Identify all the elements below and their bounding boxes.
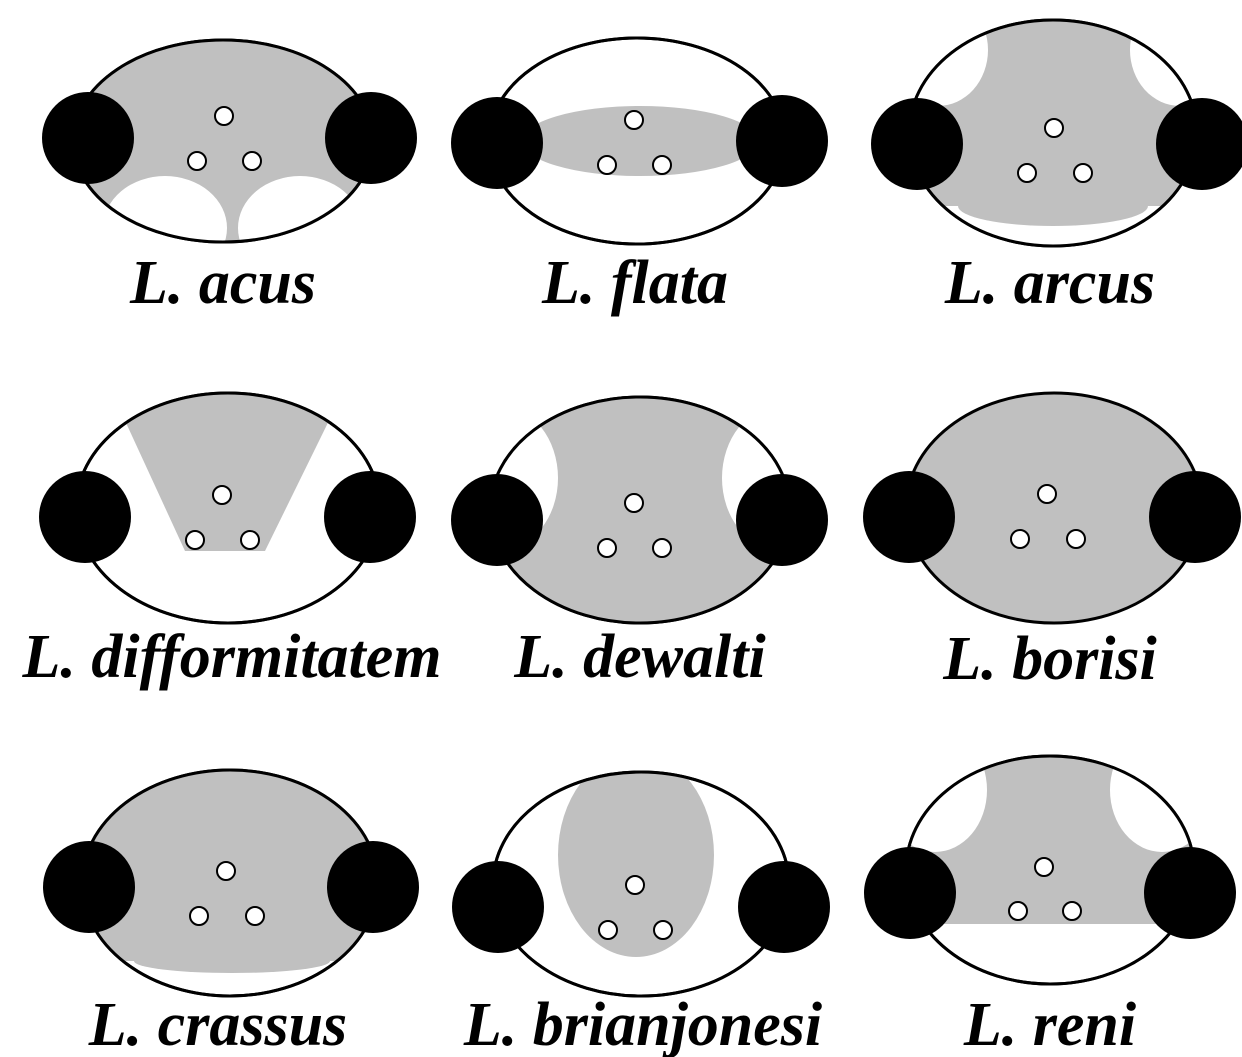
species-panel-crassus: L. crassus — [43, 765, 419, 1057]
ocellus-icon — [217, 862, 235, 880]
compound-eye-icon — [864, 847, 956, 939]
species-label: L. flata — [541, 249, 728, 317]
species-label: L. borisi — [942, 625, 1157, 693]
species-panel-arcus: L. arcus — [871, 0, 1242, 317]
species-label: L. reni — [963, 991, 1136, 1057]
species-panel-acus: L. acus — [42, 38, 417, 317]
compound-eye-icon — [43, 841, 135, 933]
ocellus-icon — [213, 486, 231, 504]
head-pattern-icon — [558, 753, 714, 957]
ocellus-icon — [1074, 164, 1092, 182]
compound-eye-icon — [324, 471, 416, 563]
compound-eye-icon — [451, 474, 543, 566]
ocellus-icon — [188, 152, 206, 170]
compound-eye-icon — [451, 97, 543, 189]
ocellus-icon — [598, 539, 616, 557]
species-label: L. brianjonesi — [463, 991, 822, 1057]
ocellus-icon — [598, 156, 616, 174]
compound-eye-icon — [325, 92, 417, 184]
ocellus-icon — [1009, 902, 1027, 920]
species-panel-difformitatem: L. difformitatem — [21, 388, 441, 691]
compound-eye-icon — [452, 861, 544, 953]
ocellus-icon — [1045, 119, 1063, 137]
compound-eye-icon — [863, 471, 955, 563]
species-label: L. acus — [129, 249, 316, 317]
ocellus-icon — [1035, 858, 1053, 876]
ocellus-icon — [1018, 164, 1036, 182]
ocellus-icon — [1067, 530, 1085, 548]
ocellus-icon — [1011, 530, 1029, 548]
compound-eye-icon — [39, 471, 131, 563]
ocellus-icon — [625, 111, 643, 129]
compound-eye-icon — [736, 95, 828, 187]
species-panel-dewalti: L. dewalti — [442, 390, 838, 691]
compound-eye-icon — [1144, 847, 1236, 939]
ocellus-icon — [626, 876, 644, 894]
ocellus-icon — [653, 539, 671, 557]
compound-eye-icon — [327, 841, 419, 933]
compound-eye-icon — [42, 92, 134, 184]
ocellus-icon — [190, 907, 208, 925]
compound-eye-icon — [871, 98, 963, 190]
ocellus-icon — [625, 494, 643, 512]
ocellus-icon — [243, 152, 261, 170]
ocellus-icon — [241, 531, 259, 549]
species-panel-borisi: L. borisi — [863, 393, 1241, 693]
compound-eye-icon — [736, 474, 828, 566]
ocellus-icon — [653, 156, 671, 174]
ocellus-icon — [186, 531, 204, 549]
compound-eye-icon — [1149, 471, 1241, 563]
species-label: L. difformitatem — [21, 623, 441, 691]
species-panel-flata: L. flata — [451, 38, 828, 317]
species-panel-brianjonesi: L. brianjonesi — [452, 753, 830, 1057]
species-label: L. crassus — [88, 991, 347, 1057]
compound-eye-icon — [738, 861, 830, 953]
ocellus-icon — [654, 921, 672, 939]
ocellus-icon — [1063, 902, 1081, 920]
ocellus-icon — [1038, 485, 1056, 503]
ocellus-icon — [599, 921, 617, 939]
ocellus-icon — [246, 907, 264, 925]
species-label: L. dewalti — [513, 623, 765, 691]
ocellus-icon — [215, 107, 233, 125]
species-panel-reni: L. reni — [864, 728, 1236, 1057]
species-label: L. arcus — [944, 249, 1155, 317]
